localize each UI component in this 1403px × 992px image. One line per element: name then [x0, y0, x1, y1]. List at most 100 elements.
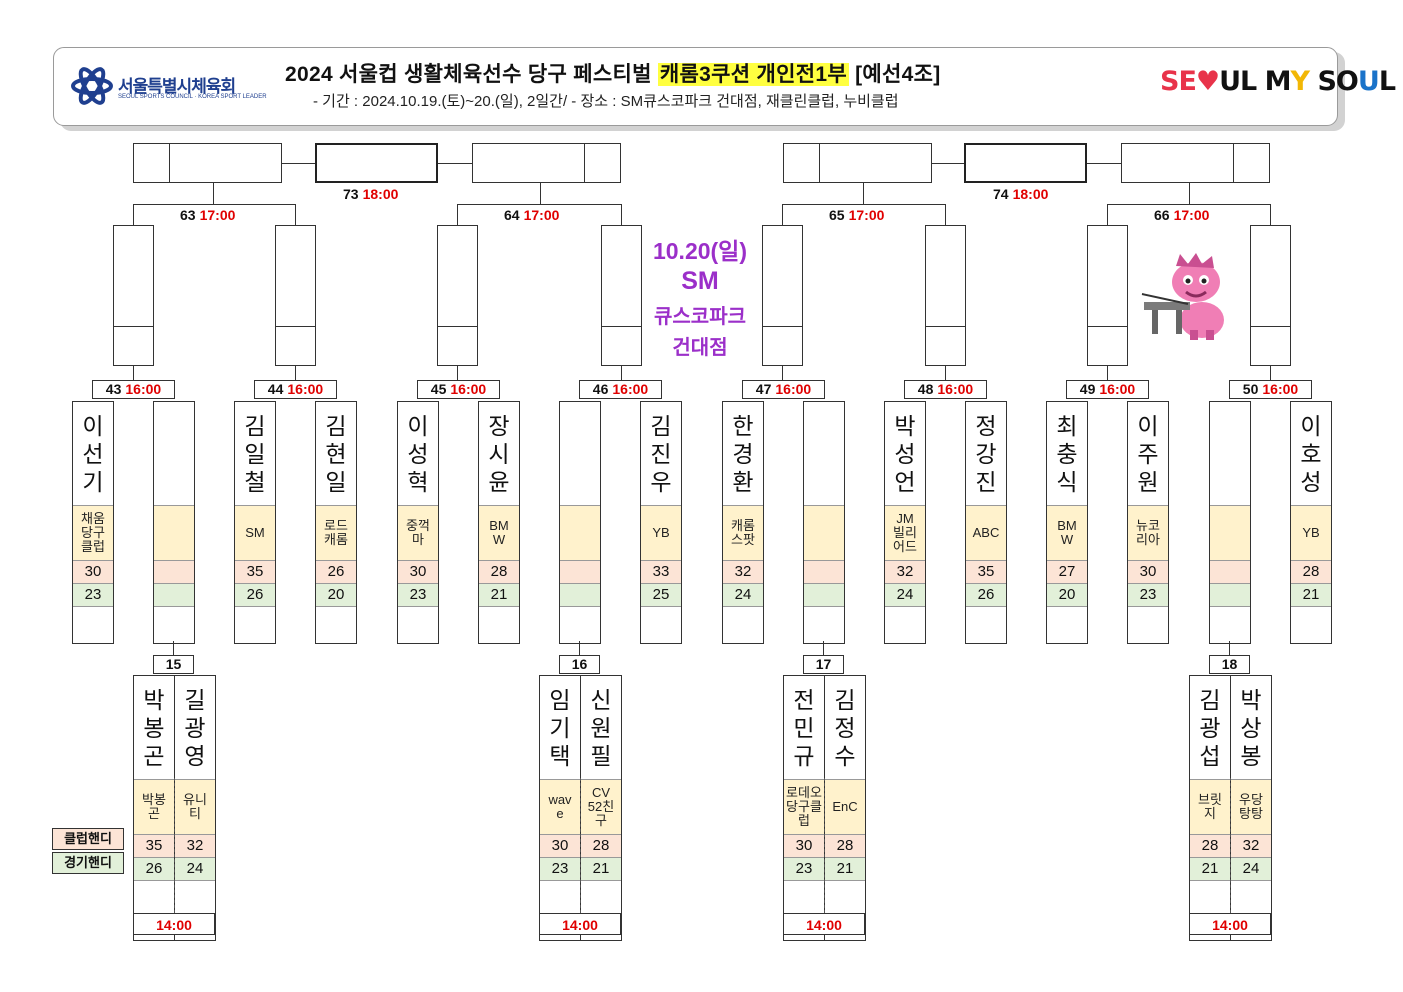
- club-handicap-value: 33: [641, 561, 681, 584]
- club-name: 박봉 곤: [142, 792, 166, 821]
- game-handicap-value: 24: [723, 584, 763, 607]
- prelim-divider: [174, 778, 175, 913]
- club-name: 로데오 당구클 럽: [786, 785, 822, 828]
- player-name-char: 호: [1300, 440, 1322, 467]
- match-number: 66: [1154, 207, 1170, 223]
- player-name-char: 한: [732, 412, 754, 439]
- player-result-cell: [316, 607, 356, 643]
- club-handicap-value: 30: [540, 835, 580, 858]
- semi-connector-h: [782, 204, 946, 205]
- player-club: JM 빌리 어드: [885, 506, 925, 561]
- player-result-cell: [1291, 607, 1331, 643]
- semi-connector-v: [1107, 204, 1108, 225]
- prelim-divider: [580, 778, 581, 913]
- top-to-semi-line: [863, 183, 864, 204]
- player-club: wav e: [540, 780, 580, 835]
- player-result-cell: [479, 607, 519, 643]
- prelim-match-header: 15: [153, 655, 194, 674]
- player-name-char: 김: [834, 686, 856, 713]
- player-name: [154, 402, 194, 506]
- game-handicap-value: 26: [966, 584, 1006, 607]
- game-handicap-value: 20: [1047, 584, 1087, 607]
- top-to-semi-line: [1189, 183, 1190, 204]
- club-handicap-value: 35: [966, 561, 1006, 584]
- player-name-char: 봉: [143, 714, 165, 741]
- semi-connector-v: [782, 204, 783, 225]
- club-handicap-value: [1210, 561, 1250, 584]
- player-club: SM: [235, 506, 275, 561]
- player-name-char: 광: [184, 714, 206, 741]
- player-card: [153, 401, 195, 644]
- player-name-char: 박: [894, 412, 916, 439]
- club-handicap-value: 28: [1190, 835, 1230, 858]
- brand-heart-icon: ♥: [1195, 66, 1220, 97]
- player-name-char: 정: [834, 714, 856, 741]
- club-handicap-value: 30: [73, 561, 113, 584]
- player-name-char: 기: [549, 714, 571, 741]
- quarter-slot-divider: [1087, 326, 1128, 327]
- org-name-korean: 서울특별시체육회: [118, 77, 236, 96]
- player-club: EnC: [825, 780, 865, 835]
- match-time: 17:00: [1173, 207, 1210, 223]
- prelim-time-cell: 14:00: [539, 913, 621, 935]
- club-handicap-value: 27: [1047, 561, 1087, 584]
- match-time: 16:00: [612, 381, 649, 397]
- player-name-char: 최: [1056, 412, 1078, 439]
- match-time: 17:00: [523, 207, 560, 223]
- club-name: JM 빌리 어드: [893, 511, 917, 554]
- club-handicap-value: 28: [825, 835, 865, 858]
- mascot-haechi-icon: [1141, 253, 1224, 340]
- player-name-char: 철: [244, 468, 266, 495]
- player-name-char: 길: [184, 686, 206, 713]
- quarter-slot-divider: [275, 326, 316, 327]
- club-handicap-value: 26: [316, 561, 356, 584]
- quarter-slot-divider: [601, 326, 642, 327]
- player-name-char: 성: [894, 440, 916, 467]
- player-name-char: 이: [407, 412, 429, 439]
- player-result-cell: [723, 607, 763, 643]
- club-handicap-value: 35: [134, 835, 174, 858]
- top-seed-box-wide: [472, 143, 585, 183]
- player-name-char: 민: [793, 714, 815, 741]
- player-club: 뉴코 리아: [1128, 506, 1168, 561]
- player-name-char: 김: [650, 412, 672, 439]
- club-name: SM: [245, 525, 265, 540]
- player-club: CV 52친 구: [581, 780, 621, 835]
- club-handicap-label: 클럽핸디: [52, 828, 124, 850]
- club-handicap-value: 32: [885, 561, 925, 584]
- match-time: 16:00: [937, 381, 974, 397]
- club-handicap-value: 32: [723, 561, 763, 584]
- club-handicap-value: [154, 561, 194, 584]
- quarter-slot-box: [275, 225, 316, 366]
- match-time: 16:00: [450, 381, 487, 397]
- club-name: BM W: [489, 518, 509, 547]
- quarter-slot-box: [1087, 225, 1128, 366]
- semi-connector-h: [1107, 204, 1271, 205]
- game-handicap-value: [804, 584, 844, 607]
- player-name-char: 시: [488, 440, 510, 467]
- match-number: 44: [267, 381, 284, 397]
